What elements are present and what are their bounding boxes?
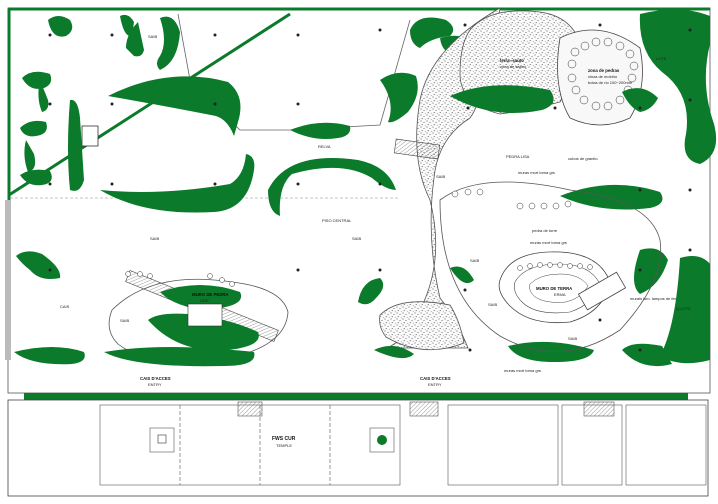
label-stepping: SAIB bbox=[568, 336, 577, 341]
label-gate-right-sub: ENTRY bbox=[428, 382, 442, 387]
label-stone-zone-2: cinza de moinho bbox=[588, 74, 618, 79]
label-building-sub: TEMPLE bbox=[276, 443, 292, 448]
label-gate-left: CAIS D'ACCES bbox=[140, 376, 171, 381]
deck-platform-right bbox=[577, 271, 627, 311]
label-saib-left: SAIB bbox=[150, 236, 159, 241]
label-note-8: murais lum. lampos de fer bbox=[630, 296, 677, 301]
division-lines bbox=[177, 13, 411, 131]
hedge-border-top-left bbox=[8, 12, 291, 197]
stone-beads-right bbox=[451, 188, 593, 271]
label-note-6: muras mort toma grs bbox=[530, 240, 567, 245]
pergola-left bbox=[187, 303, 223, 327]
label-note-3: cubos de granito bbox=[568, 156, 598, 161]
label-gravel-top: terra--sauto bbox=[500, 58, 524, 63]
label-mound-left-sub: ODE bbox=[200, 298, 209, 303]
label-gravel-top-sub: zona de saibro bbox=[500, 64, 527, 69]
label-plank-note: SAIB bbox=[120, 318, 129, 323]
building-grid bbox=[99, 401, 707, 486]
label-path-center: PISO CENTRAL bbox=[322, 218, 352, 223]
hedge-mound-left-2 bbox=[148, 313, 259, 351]
boardwalk-bridge bbox=[393, 138, 441, 160]
label-building-title: FWS CUR bbox=[272, 436, 296, 442]
label-mound-right: MURO DE TERRA bbox=[536, 286, 572, 291]
label-grass-center: RELVA bbox=[318, 144, 331, 149]
tree-bottom bbox=[377, 435, 387, 445]
label-note-7: muras mort toma grs bbox=[504, 368, 541, 373]
label-note-2: SAIB bbox=[436, 174, 445, 179]
hedge-mound-left bbox=[160, 285, 242, 309]
label-stone-zone-3: bolas de rio 100~200mm bbox=[588, 80, 633, 85]
label-mound-left: MURO DE PEDRA bbox=[192, 292, 229, 297]
seating-arcs bbox=[498, 251, 611, 323]
label-edge-3: Q-LOTE bbox=[676, 306, 691, 311]
label-note-1: PEDRA LISA bbox=[506, 154, 530, 159]
hedge-ring-left-2 bbox=[68, 99, 84, 191]
hedge-group-bottom bbox=[14, 251, 414, 367]
label-sailing: SAIB bbox=[148, 34, 157, 39]
tree-markers bbox=[48, 23, 692, 352]
label-bench: SAIB bbox=[470, 258, 479, 263]
small-structure bbox=[81, 125, 99, 147]
garden-oval-left bbox=[108, 278, 289, 362]
hedge-group-right bbox=[450, 9, 717, 367]
fountain-marker bbox=[157, 434, 167, 444]
hedge-group-top-left bbox=[20, 14, 180, 186]
label-note-4: muras mort toma grs bbox=[518, 170, 555, 175]
stone-beads-left bbox=[125, 271, 235, 287]
label-note-9: SAIB bbox=[488, 302, 497, 307]
label-edge-1: CAIS bbox=[60, 304, 70, 309]
garden-ellipse-right bbox=[439, 181, 662, 352]
label-saib-right: SAIB bbox=[352, 236, 361, 241]
label-note-5: pedra de torre bbox=[532, 228, 558, 233]
label-stone-zone-1: zona de pedras bbox=[588, 68, 620, 73]
label-gate-right: CAIS D'ACCES bbox=[420, 376, 451, 381]
label-edge-2: LOTE bbox=[656, 56, 667, 61]
label-mound-right-sub: ERMA bbox=[554, 292, 566, 297]
hedge-center-arc bbox=[268, 158, 396, 216]
gravel-plaza bbox=[379, 301, 465, 351]
green-strip-bottom bbox=[24, 393, 688, 400]
hedge-ring-left-3 bbox=[100, 154, 255, 213]
stone-circles bbox=[567, 37, 639, 111]
label-gate-left-sub: ENTRY bbox=[148, 382, 162, 387]
building-zone bbox=[7, 399, 709, 497]
hedge-ring-left bbox=[108, 76, 241, 136]
